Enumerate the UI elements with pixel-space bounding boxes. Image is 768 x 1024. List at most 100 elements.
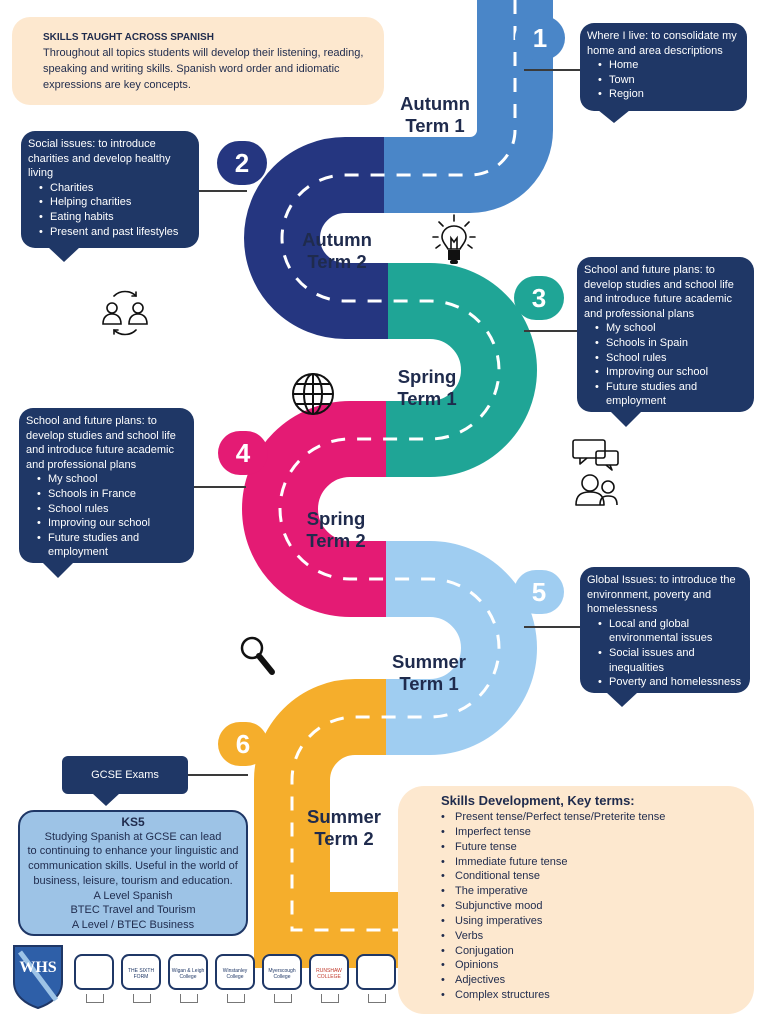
gcse-exams-label: GCSE Exams	[91, 769, 159, 781]
logo-stand	[227, 994, 245, 1003]
road-segment-summer-1	[386, 541, 538, 755]
list-item: Eating habits	[39, 210, 191, 225]
list-item: Subjunctive mood	[441, 899, 744, 914]
list-item: My school	[595, 321, 746, 336]
list-item: Local and global environmental issues	[598, 617, 742, 646]
logo-stand	[368, 994, 386, 1003]
magnifier-icon	[240, 636, 275, 675]
partner-logos: WHS THE SIXTH FORM Wigan & Leigh College…	[10, 942, 400, 1012]
list-item: Region	[598, 87, 739, 102]
bubble-tail	[610, 411, 642, 427]
list-item: Social issues and inequalities	[598, 646, 742, 675]
gcse-exams-box: GCSE Exams	[62, 756, 188, 794]
road-center-dashes	[278, 0, 517, 932]
ks5-text-line: to continuing to enhance your linguistic…	[27, 845, 239, 858]
lightbulb-icon	[432, 214, 476, 264]
intro-heading: SKILLS TAUGHT ACROSS SPANISH	[43, 32, 214, 43]
list-item: Charities	[39, 181, 191, 196]
list-item: My school	[37, 472, 186, 487]
ks5-text-line: Studying Spanish at GCSE can lead	[44, 830, 222, 843]
bubble-tail	[598, 110, 630, 123]
list-item: Imperfect tense	[441, 825, 744, 840]
ks5-heading: KS5	[121, 815, 145, 829]
connector-line-2	[199, 190, 247, 192]
list-item: Poverty and homelessness	[598, 675, 742, 690]
ks5-text-line: communication skills. Useful in the worl…	[28, 860, 238, 873]
connector-line-4	[194, 486, 246, 488]
list-item: Present and past lifestyles	[39, 225, 191, 240]
ks5-text-line: A Level Spanish	[93, 889, 173, 902]
bubble-tail	[48, 247, 80, 262]
topic-bubble-5: Global Issues: to introduce the environm…	[580, 567, 750, 693]
connector-line-gcse	[188, 774, 248, 776]
list-item: School rules	[595, 351, 746, 366]
list-item: Town	[598, 73, 739, 88]
logo-stand	[274, 994, 292, 1003]
partner-logo: Winstanley College	[215, 954, 255, 990]
list-item: Schools in France	[37, 487, 186, 502]
partner-logo	[356, 954, 396, 990]
logo-stand	[180, 994, 198, 1003]
school-crest-text: WHS	[19, 959, 56, 976]
list-item: Conjugation	[441, 944, 744, 959]
intro-box: SKILLS TAUGHT ACROSS SPANISH Throughout …	[12, 17, 384, 105]
topic-bubble-3-heading: School and future plans: to develop stud…	[584, 264, 734, 320]
partner-logo: Wigan & Leigh College	[168, 954, 208, 990]
stage-number-5: 5	[514, 570, 564, 614]
partner-logo: Myerscough College	[262, 954, 302, 990]
bubble-tail	[92, 793, 120, 806]
stage-number-3: 3	[514, 276, 564, 320]
topic-bubble-2-heading: Social issues: to introduce charities an…	[28, 138, 171, 180]
partner-logo: RUNSHAW COLLEGE	[309, 954, 349, 990]
list-item: Adjectives	[441, 973, 744, 988]
connector-line-3	[524, 330, 578, 332]
list-item: Helping charities	[39, 195, 191, 210]
speech-people-icon	[572, 439, 619, 506]
list-item: Home	[598, 58, 739, 73]
list-item: Future studies and employment	[37, 531, 186, 560]
topic-bubble-4-heading: School and future plans: to develop stud…	[26, 415, 176, 471]
topic-bubble-3: School and future plans: to develop stud…	[577, 257, 754, 412]
list-item: Conditional tense	[441, 869, 744, 884]
list-item: Using imperatives	[441, 914, 744, 929]
ks5-text-line: business, leisure, tourism and education…	[33, 874, 233, 887]
list-item: Future tense	[441, 840, 744, 855]
connector-line-5	[524, 626, 580, 628]
skills-box: Skills Development, Key terms: Present t…	[398, 786, 754, 1014]
people-exchange-icon	[102, 290, 148, 336]
bubble-tail	[606, 692, 638, 707]
skills-heading: Skills Development, Key terms:	[441, 793, 635, 808]
ks5-text-line: A Level / BTEC Business	[71, 918, 195, 931]
list-item: Improving our school	[37, 516, 186, 531]
list-item: Schools in Spain	[595, 336, 746, 351]
topic-bubble-4: School and future plans: to develop stud…	[19, 408, 194, 563]
connector-line-1	[524, 69, 580, 71]
road-segment-autumn-1	[384, 0, 553, 213]
list-item: Improving our school	[595, 365, 746, 380]
stage-number-4: 4	[218, 431, 268, 475]
list-item: Verbs	[441, 929, 744, 944]
stage-number-1: 1	[515, 16, 565, 60]
logo-stand	[321, 994, 339, 1003]
partner-logo	[74, 954, 114, 990]
topic-bubble-2: Social issues: to introduce charities an…	[21, 131, 199, 248]
list-item: The imperative	[441, 884, 744, 899]
list-item: Opinions	[441, 958, 744, 973]
logo-stand	[133, 994, 151, 1003]
list-item: Future studies and employment	[595, 380, 746, 409]
topic-bubble-5-heading: Global Issues: to introduce the environm…	[587, 574, 736, 616]
list-item: Present tense/Perfect tense/Preterite te…	[441, 810, 744, 825]
ks5-box: KS5 Studying Spanish at GCSE can lead to…	[18, 810, 248, 936]
stage-number-6: 6	[218, 722, 268, 766]
logo-stand	[86, 994, 104, 1003]
partner-logo: THE SIXTH FORM	[121, 954, 161, 990]
globe-icon	[292, 373, 334, 415]
ks5-text-line: BTEC Travel and Tourism	[70, 904, 196, 917]
topic-bubble-1-heading: Where I live: to consolidate my home and…	[587, 30, 737, 57]
